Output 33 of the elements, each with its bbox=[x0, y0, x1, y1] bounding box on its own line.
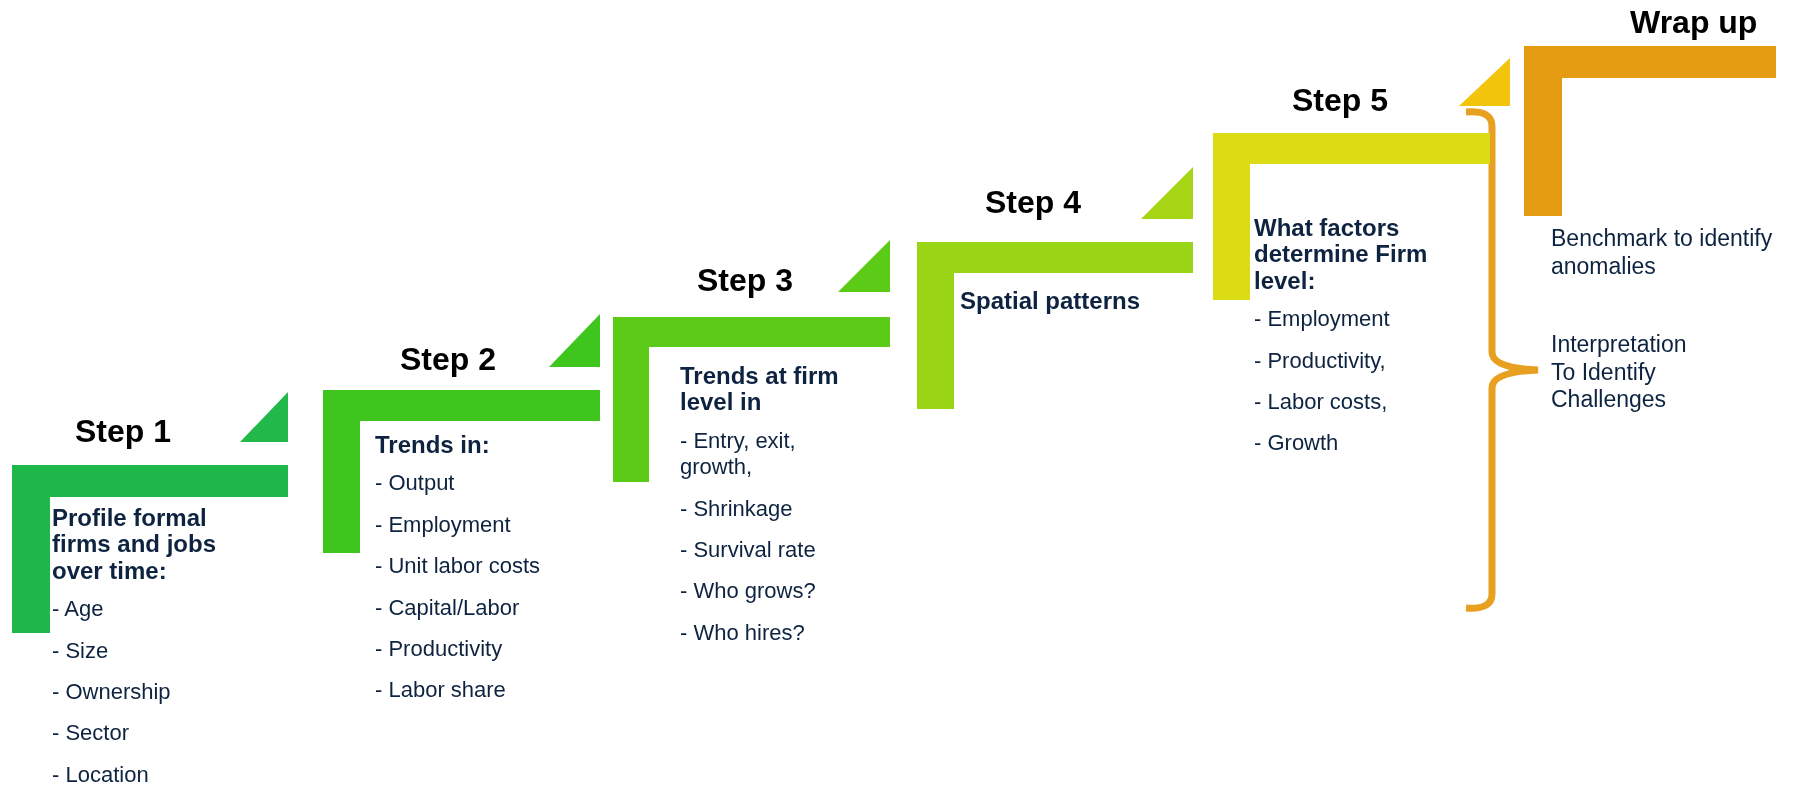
step-heading: Step 2 bbox=[400, 343, 497, 375]
list-item: - Growth bbox=[1254, 430, 1340, 457]
list-item: - Output bbox=[375, 470, 456, 497]
list-item: - Labor costs, bbox=[1254, 388, 1389, 416]
list-item: - Entry, exit, growth, bbox=[680, 427, 797, 481]
step-description: Trends in: bbox=[375, 432, 491, 459]
list-item: - Unit labor costs bbox=[375, 553, 542, 580]
step-description: Profile formal firms and jobs over time: bbox=[52, 505, 218, 585]
list-item: - Productivity, bbox=[1254, 347, 1387, 374]
note-text: Benchmark to identify anomalies bbox=[1551, 225, 1774, 281]
list-item: - Sector bbox=[52, 720, 131, 747]
list-item: - Employment bbox=[375, 511, 512, 539]
step-description: Spatial patterns bbox=[960, 288, 1142, 315]
note-text: Interpretation To Identify Challenges bbox=[1551, 331, 1688, 414]
list-item: - Location bbox=[52, 761, 150, 789]
list-item: - Employment bbox=[1254, 306, 1391, 333]
list-item: - Capital/Labor bbox=[375, 594, 521, 621]
list-item: - Productivity bbox=[375, 635, 504, 663]
list-item: - Size bbox=[52, 637, 110, 664]
step-heading: Step 5 bbox=[1292, 84, 1389, 116]
list-item: - Who grows? bbox=[680, 578, 817, 605]
list-item: - Shrinkage bbox=[680, 495, 794, 522]
list-item: - Survival rate bbox=[680, 536, 817, 564]
step-heading: Step 4 bbox=[985, 186, 1082, 218]
list-item: - Labor share bbox=[375, 677, 507, 704]
step-heading: Wrap up bbox=[1630, 6, 1758, 38]
step-description: Trends at firm level in bbox=[680, 363, 840, 416]
step-heading: Step 1 bbox=[75, 415, 172, 447]
list-item: - Ownership bbox=[52, 678, 172, 706]
step-description: What factors determine Firm level: bbox=[1254, 215, 1429, 295]
list-item: - Age bbox=[52, 596, 105, 623]
list-item: - Who hires? bbox=[680, 619, 806, 647]
step-heading: Step 3 bbox=[697, 264, 794, 296]
